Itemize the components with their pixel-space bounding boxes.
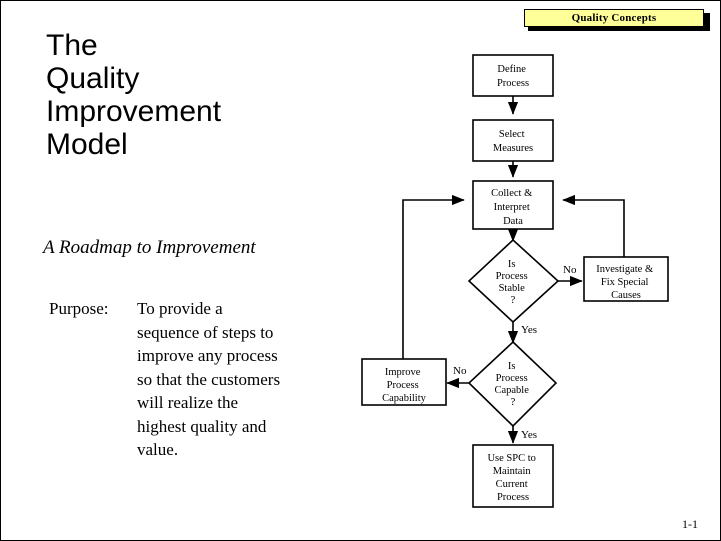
slide-banner: Quality Concepts (524, 9, 710, 31)
node-use-spc-maintain-current-process[interactable]: Use SPC to Maintain Current Process (472, 444, 554, 508)
purpose-line-1: To provide a (137, 299, 223, 318)
purpose-text: To provide a sequence of steps to improv… (137, 297, 369, 462)
node-is-process-stable[interactable]: Is Process Stable ? (467, 238, 560, 324)
banner-box: Quality Concepts (524, 9, 704, 27)
node-define-process-label: Define Process (497, 64, 529, 89)
node-use-spc-maintain-current-process-shape (472, 444, 554, 508)
node-improve-process-capability-label: Improve Process Capability (382, 367, 426, 404)
page-number: 1-1 (682, 517, 698, 531)
node-define-process[interactable]: Define Process (472, 54, 554, 97)
node-is-process-capable-label: Is Process Capable ? (494, 361, 531, 408)
node-select-measures-shape (472, 119, 554, 162)
edge-label-yes-stable: Yes (521, 324, 537, 336)
node-improve-process-capability-shape (361, 358, 447, 406)
node-select-measures[interactable]: Select Measures (472, 119, 554, 162)
node-is-process-capable-shape (467, 340, 558, 428)
edge-improve-to-collect (402, 194, 465, 359)
node-collect-interpret-data-shape (472, 180, 554, 230)
title-line-4: Model (46, 128, 128, 161)
title-line-1: The (46, 29, 98, 62)
page-title: The Quality Improvement Model (46, 29, 376, 161)
title-line-2: Quality (46, 62, 140, 95)
node-collect-interpret-data[interactable]: Collect & Interpret Data (472, 180, 554, 230)
node-improve-process-capability[interactable]: Improve Process Capability (361, 358, 447, 406)
node-investigate-fix-special-causes-label: Investigate & Fix Special Causes (596, 264, 655, 301)
purpose-line-3: improve any process (137, 346, 278, 365)
edge-label-no-capable: No (453, 365, 467, 377)
quality-improvement-flowchart: Define Process Select Measures Collect &… (341, 41, 716, 526)
purpose-line-6: highest quality and (137, 416, 267, 436)
node-is-process-stable-shape (467, 238, 560, 324)
edge-label-yes-capable: Yes (521, 429, 537, 441)
purpose-block: Purpose: To provide a sequence of steps … (49, 297, 369, 462)
node-define-process-shape (472, 54, 554, 97)
node-select-measures-label: Select Measures (493, 129, 533, 154)
page-subtitle: A Roadmap to Improvement (43, 237, 256, 258)
node-investigate-fix-special-causes-shape (583, 256, 669, 302)
title-line-3: Improvement (46, 95, 222, 128)
banner-title: Quality Concepts (571, 11, 657, 24)
edge-investigate-to-collect (562, 194, 625, 257)
purpose-label: Purpose: (49, 299, 109, 318)
node-investigate-fix-special-causes[interactable]: Investigate & Fix Special Causes (583, 256, 669, 302)
purpose-line-2: sequence of steps to (137, 322, 274, 342)
node-is-process-capable[interactable]: Is Process Capable ? (467, 340, 558, 428)
edge-label-no-stable: No (563, 264, 577, 276)
purpose-line-7: value. (137, 440, 179, 459)
node-use-spc-maintain-current-process-label: Use SPC to Maintain Current Process (487, 453, 538, 503)
node-is-process-stable-label: Is Process Stable ? (496, 259, 531, 306)
flow-connectors (402, 96, 625, 444)
purpose-line-4: so that the customers (137, 369, 281, 389)
purpose-line-5: will realize the (137, 393, 239, 412)
node-collect-interpret-data-label: Collect & Interpret Data (491, 188, 535, 227)
